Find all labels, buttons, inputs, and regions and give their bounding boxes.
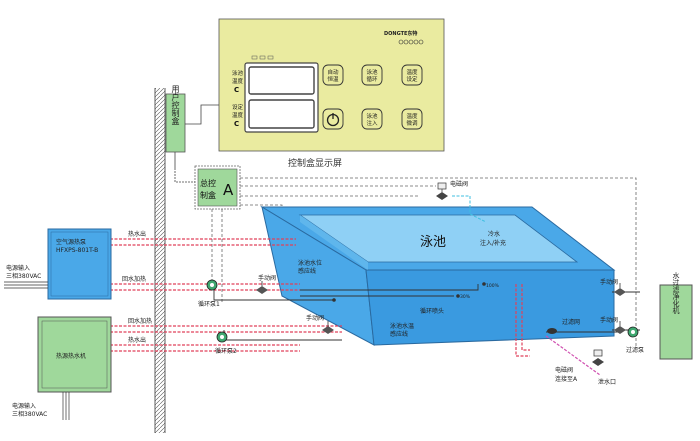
power-feed-1 bbox=[4, 281, 48, 289]
panel-labels-left: 泳池 温度 C 设定 温度 C bbox=[232, 69, 244, 128]
air-source-heat-pump: 空气源热泵 HFXPS-801T-B bbox=[47, 228, 112, 300]
label-filter-pump: 过滤泵 bbox=[626, 346, 644, 354]
panel-button-power[interactable] bbox=[322, 108, 344, 130]
svg-text:C: C bbox=[234, 120, 239, 128]
label-manual-valve-3: 手动阀 bbox=[600, 278, 618, 286]
label-drain: 泄水口 bbox=[598, 378, 616, 386]
control-panel: DONGTE东特 泳池 温度 C 设定 温度 C 自动 bbox=[218, 18, 445, 169]
svg-text:用户控制盒: 用户控制盒 bbox=[171, 85, 180, 125]
panel-button-fill[interactable]: 泳池 注入 bbox=[361, 108, 383, 130]
label-water-mark: 100% bbox=[486, 283, 500, 289]
pool-title: 泳池 bbox=[420, 235, 446, 250]
svg-text:温度: 温度 bbox=[232, 111, 244, 119]
manual-valve-2 bbox=[322, 321, 334, 334]
label-pump-2: 循环泵2 bbox=[215, 347, 237, 355]
drain-pipe bbox=[545, 335, 601, 376]
svg-text:恒温: 恒温 bbox=[327, 75, 339, 83]
diagram-labels: 电磁阀 热水出 回水加热 回水加热 热水出 循环泵1 循环泵2 手动阀 手动阀 … bbox=[6, 180, 644, 418]
label-power-1a: 电源输入 bbox=[6, 264, 30, 272]
cold-water-pipe bbox=[452, 195, 487, 223]
power-feed-2 bbox=[62, 392, 70, 420]
svg-text:温度: 温度 bbox=[232, 77, 244, 85]
hot-water-pipes bbox=[110, 238, 530, 357]
label-solenoid-top: 电磁阀 bbox=[450, 180, 468, 188]
label-return-2: 回水加热 bbox=[128, 317, 152, 325]
svg-text:设定: 设定 bbox=[232, 103, 244, 111]
label-hot-out-2: 热水出 bbox=[128, 336, 146, 344]
svg-text:HFXPS-801T-B: HFXPS-801T-B bbox=[56, 247, 98, 254]
label-power-2b: 三相380VAC bbox=[12, 410, 47, 418]
label-return-1: 回水加热 bbox=[122, 275, 146, 283]
pump-2 bbox=[216, 331, 228, 343]
panel-caption: 控制盒显示屏 bbox=[288, 157, 342, 169]
svg-text:总控: 总控 bbox=[200, 178, 216, 188]
filter-pump bbox=[627, 326, 639, 338]
label-filter-screen: 过滤网 bbox=[562, 318, 580, 326]
svg-text:热源热水机: 热源热水机 bbox=[56, 352, 86, 360]
filter-screen bbox=[547, 328, 557, 334]
svg-text:设定: 设定 bbox=[406, 75, 418, 83]
swimming-pool: 泳池 冷水 注入/补充 bbox=[260, 205, 616, 346]
panel-button-temp-adjust[interactable]: 温度 微调 bbox=[401, 108, 423, 130]
svg-text:注入/补充: 注入/补充 bbox=[480, 239, 506, 247]
svg-text:冷水: 冷水 bbox=[488, 230, 500, 238]
main-control-box: 总控 制盒 A bbox=[194, 165, 241, 210]
svg-text:泳池: 泳池 bbox=[366, 68, 378, 76]
svg-text:循环: 循环 bbox=[366, 75, 378, 83]
svg-text:温度: 温度 bbox=[406, 112, 418, 120]
svg-text:温度: 温度 bbox=[406, 68, 418, 76]
label-pump-1: 循环泵1 bbox=[198, 300, 220, 308]
svg-text:泳池: 泳池 bbox=[232, 69, 244, 77]
label-hot-out-1: 热水出 bbox=[128, 230, 146, 238]
svg-text:微调: 微调 bbox=[406, 119, 418, 127]
panel-button-cycle[interactable]: 泳池 循环 bbox=[361, 64, 383, 86]
svg-text:制盒: 制盒 bbox=[200, 190, 216, 200]
label-inlet-head: 循环喷头 bbox=[420, 307, 444, 315]
label-manual-valve-4: 手动阀 bbox=[600, 316, 618, 324]
label-power-1b: 三相380VAC bbox=[6, 272, 41, 280]
panel-indicator-dots bbox=[398, 39, 424, 45]
label-temp-mark: 30% bbox=[460, 294, 471, 300]
pump-1 bbox=[206, 279, 218, 291]
label-power-2a: 电源输入 bbox=[12, 402, 36, 410]
manual-valve-4 bbox=[614, 321, 626, 334]
label-temp-sensor-2: 感应线 bbox=[390, 330, 408, 338]
sensor-marks bbox=[332, 282, 486, 302]
svg-text:A: A bbox=[223, 181, 234, 199]
svg-text:泳池: 泳池 bbox=[366, 112, 378, 120]
label-solenoid-bottom-1: 电磁阀 bbox=[555, 366, 573, 374]
label-manual-valve-2: 手动阀 bbox=[306, 314, 324, 322]
svg-text:自动: 自动 bbox=[327, 68, 339, 76]
solenoid-valve-top bbox=[436, 182, 448, 200]
label-solenoid-bottom-2: 连接至A bbox=[555, 375, 578, 383]
user-control-box: 用户控制盒 bbox=[165, 85, 219, 183]
manual-valve-3 bbox=[614, 283, 626, 296]
panel-small-icons bbox=[251, 55, 274, 60]
svg-text:C: C bbox=[234, 86, 239, 94]
panel-button-auto[interactable]: 自动 恒温 bbox=[322, 64, 344, 86]
svg-text:注入: 注入 bbox=[366, 119, 378, 127]
water-filter-machine: 水过滤净化机 bbox=[659, 271, 693, 360]
label-temp-sensor-1: 泳池水温 bbox=[390, 322, 414, 330]
label-manual-valve-1: 手动阀 bbox=[258, 274, 276, 282]
solenoid-valve-bottom bbox=[592, 349, 604, 366]
label-water-sensor-2: 感应线 bbox=[298, 267, 316, 275]
heat-source-water-heater: 热源热水机 bbox=[37, 316, 112, 393]
panel-display-screen bbox=[244, 62, 319, 133]
svg-text:空气源热泵: 空气源热泵 bbox=[56, 238, 86, 246]
panel-brand: DONGTE东特 bbox=[384, 30, 417, 37]
svg-text:水过滤净化机: 水过滤净化机 bbox=[672, 271, 680, 315]
label-water-sensor-1: 泳池水位 bbox=[298, 259, 322, 267]
wall bbox=[154, 88, 166, 433]
panel-button-temp-set[interactable]: 温度 设定 bbox=[401, 64, 423, 86]
manual-valve-1 bbox=[256, 281, 268, 294]
